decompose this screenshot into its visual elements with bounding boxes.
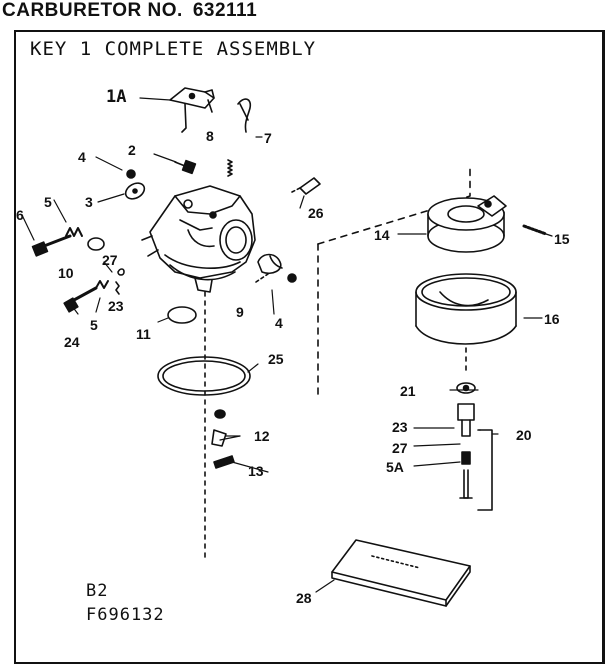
label-13: 13 xyxy=(248,463,264,479)
label-2: 2 xyxy=(128,142,136,158)
label-11: 11 xyxy=(136,326,151,342)
part-16-bowl xyxy=(415,273,517,345)
label-4-upper: 4 xyxy=(78,149,86,165)
part-1a-lever xyxy=(169,87,215,133)
code-b2: B2 xyxy=(86,581,109,601)
label-27-right: 27 xyxy=(392,440,408,456)
diagram-frame xyxy=(14,30,605,664)
label-20: 20 xyxy=(516,427,532,443)
label-24: 24 xyxy=(64,334,80,350)
label-5a: 5A xyxy=(386,459,404,475)
part-6-screw xyxy=(31,234,72,257)
label-9: 9 xyxy=(236,304,244,320)
label-8: 8 xyxy=(206,128,214,144)
assembly-subtitle: KEY 1 COMPLETE ASSEMBLY xyxy=(30,38,317,60)
part-28-pamphlet xyxy=(331,539,471,607)
part-9-lever xyxy=(255,253,283,283)
carburetor-body xyxy=(141,185,256,293)
leader-lines xyxy=(21,97,553,593)
part-27-ring xyxy=(117,268,125,276)
part-21-washer xyxy=(456,382,476,394)
part-20-assembly xyxy=(457,403,493,511)
part-5-spring-upper xyxy=(65,227,83,237)
part-23-clip xyxy=(115,281,120,295)
label-7: 7 xyxy=(264,130,272,146)
part-4-nut xyxy=(126,169,136,179)
part-7-wire xyxy=(237,98,252,133)
label-21: 21 xyxy=(400,383,416,399)
label-6: 6 xyxy=(16,207,24,223)
part-15-pin xyxy=(522,224,548,236)
code-f696132: F696132 xyxy=(86,605,165,625)
part-25-gasket xyxy=(157,356,251,396)
label-10: 10 xyxy=(58,265,74,281)
part-11-plug xyxy=(167,306,197,324)
part-8-spring xyxy=(227,159,233,177)
label-27-left: 27 xyxy=(102,252,118,268)
part-2-screw xyxy=(174,159,197,175)
part-14-float xyxy=(427,195,507,253)
diagram-title: CARBURETOR NO. 632111 xyxy=(2,0,257,22)
label-5-upper: 5 xyxy=(44,194,52,210)
part-10-washer xyxy=(87,237,105,251)
label-25: 25 xyxy=(268,351,284,367)
part-12-needle xyxy=(211,409,227,447)
label-3: 3 xyxy=(85,194,93,210)
label-4-lower: 4 xyxy=(275,315,283,331)
label-1a: 1A xyxy=(106,87,127,107)
label-23-left: 23 xyxy=(108,298,124,314)
part-26-fitting xyxy=(291,177,321,195)
label-28: 28 xyxy=(296,590,312,606)
carburetor-number: 632111 xyxy=(192,0,258,21)
part-13-pin xyxy=(213,455,235,469)
label-5-lower: 5 xyxy=(90,317,98,333)
label-16: 16 xyxy=(544,311,560,327)
label-12: 12 xyxy=(254,428,270,444)
label-26: 26 xyxy=(308,205,324,221)
label-14: 14 xyxy=(374,227,390,243)
label-15: 15 xyxy=(554,231,570,247)
part-24-screw xyxy=(63,280,109,313)
label-23-right: 23 xyxy=(392,419,408,435)
title-text: CARBURETOR NO. xyxy=(2,0,183,21)
part-3-disc xyxy=(124,182,146,200)
part-4-nut-b xyxy=(287,273,297,283)
